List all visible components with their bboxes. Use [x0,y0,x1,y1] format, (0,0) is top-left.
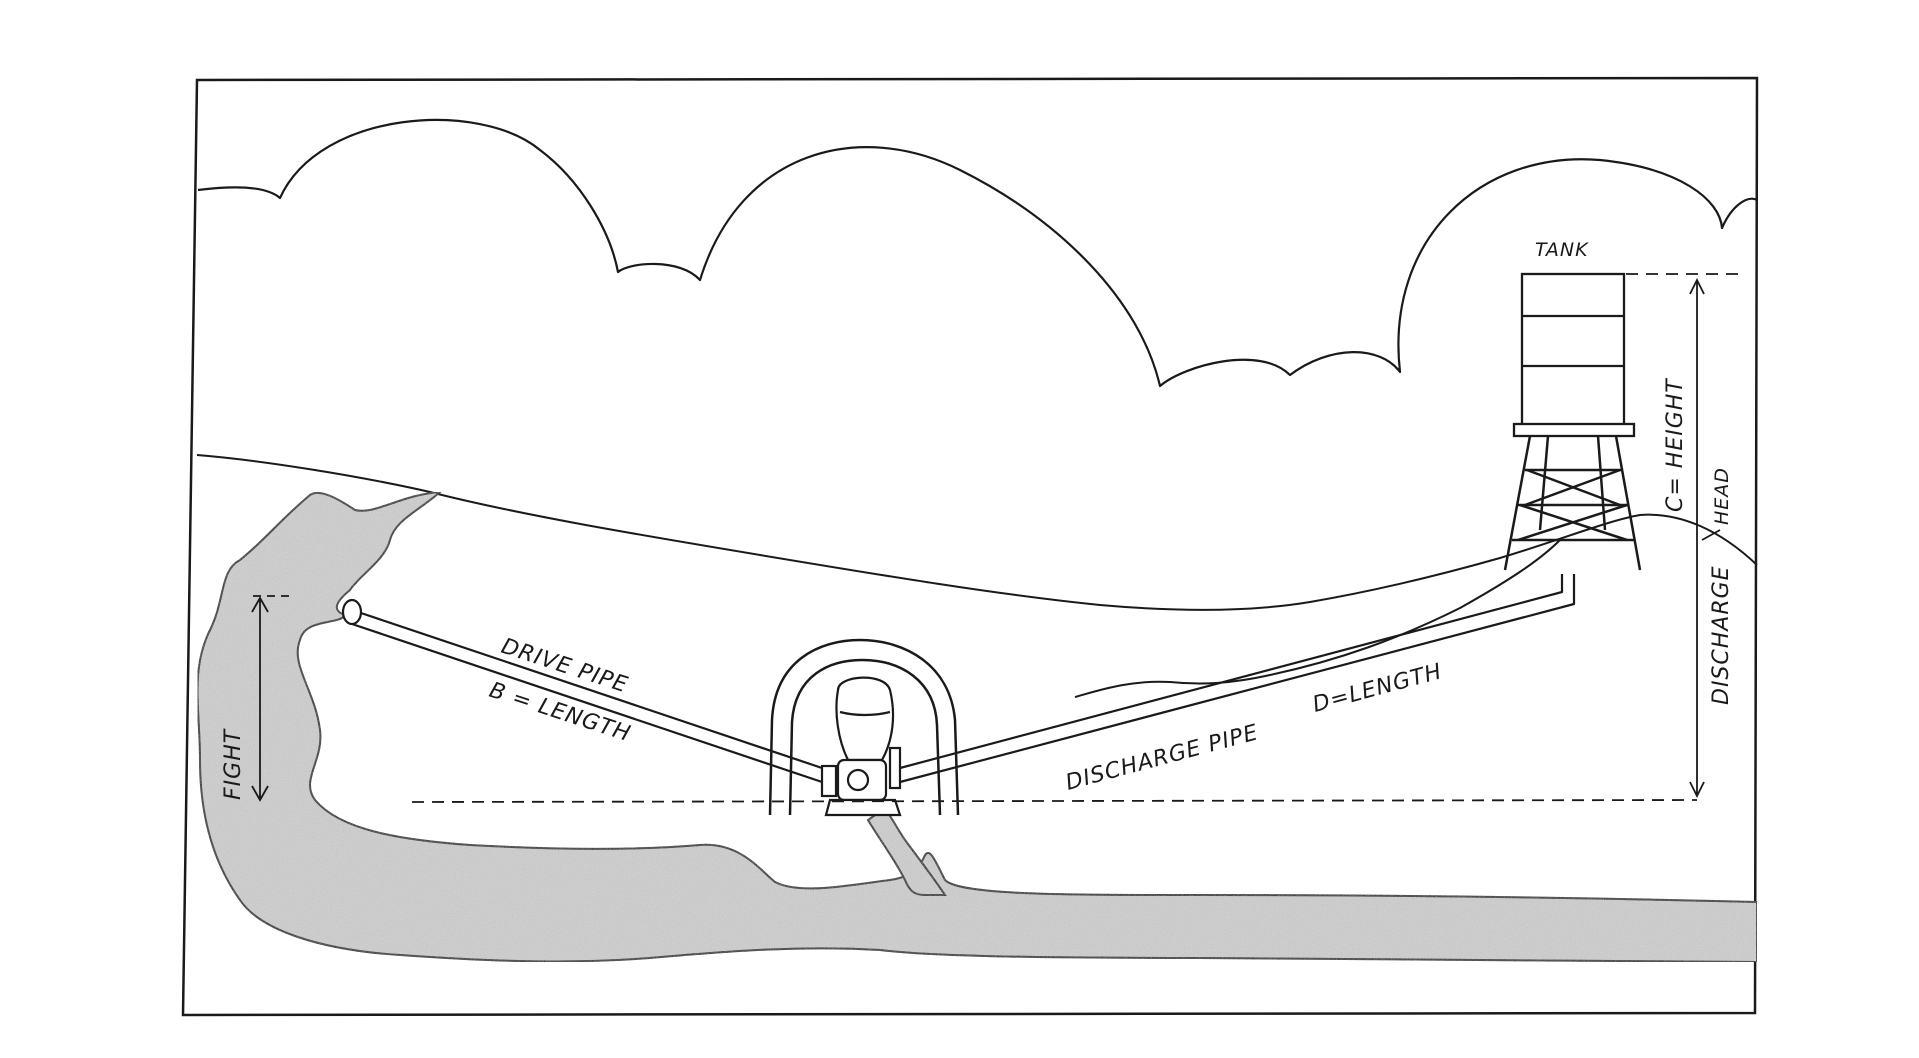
air-chamber-band [839,710,891,717]
house-outer-arch [768,638,960,816]
river [196,490,1758,964]
hill-lines [196,454,1758,698]
river-water [196,490,1758,964]
water-tank [1512,272,1636,438]
ram-valve [846,768,870,792]
hill-skyline [196,454,1758,611]
fall-height-label: FIGHT [221,728,246,800]
drive-pipe-top [357,610,823,770]
outflow-channel [866,806,947,896]
fall-height-arrow [251,596,269,802]
discharge-pipe-top [899,574,1564,770]
clouds [197,118,1758,388]
tower-frame [1503,435,1642,571]
cloud-line [197,118,1758,388]
drive-pipe-intake [341,598,363,626]
ram-house [768,638,960,816]
discharge-pipe-bottom [899,574,1576,784]
head-label: HEAD [1711,467,1733,525]
ram-flange [820,764,838,798]
foreground-ridge [1074,539,1561,698]
ram-base [824,798,902,817]
tank-height-arrow [1689,277,1705,799]
dimension-lines [251,273,1745,803]
hydraulic-ram [820,676,902,817]
diagram-frame [181,76,1759,1017]
datum-dashed-line [411,799,1698,803]
discharge-head-label: DISCHARGE [1709,565,1734,705]
house-inner-arch [788,658,942,816]
air-chamber [835,676,895,762]
waste-valve [888,746,902,790]
head-divider [1701,529,1721,541]
tank-body [1520,272,1626,428]
tank-label: TANK [1535,239,1589,261]
pipes [341,574,1576,784]
drive-pipe-bottom [351,622,823,784]
c-height-label: C= HEIGHT [1663,378,1688,512]
tank-base [1512,422,1636,438]
labels: TANK DRIVE PIPE B = LENGTH FIGHT DISCHAR… [221,239,1734,800]
